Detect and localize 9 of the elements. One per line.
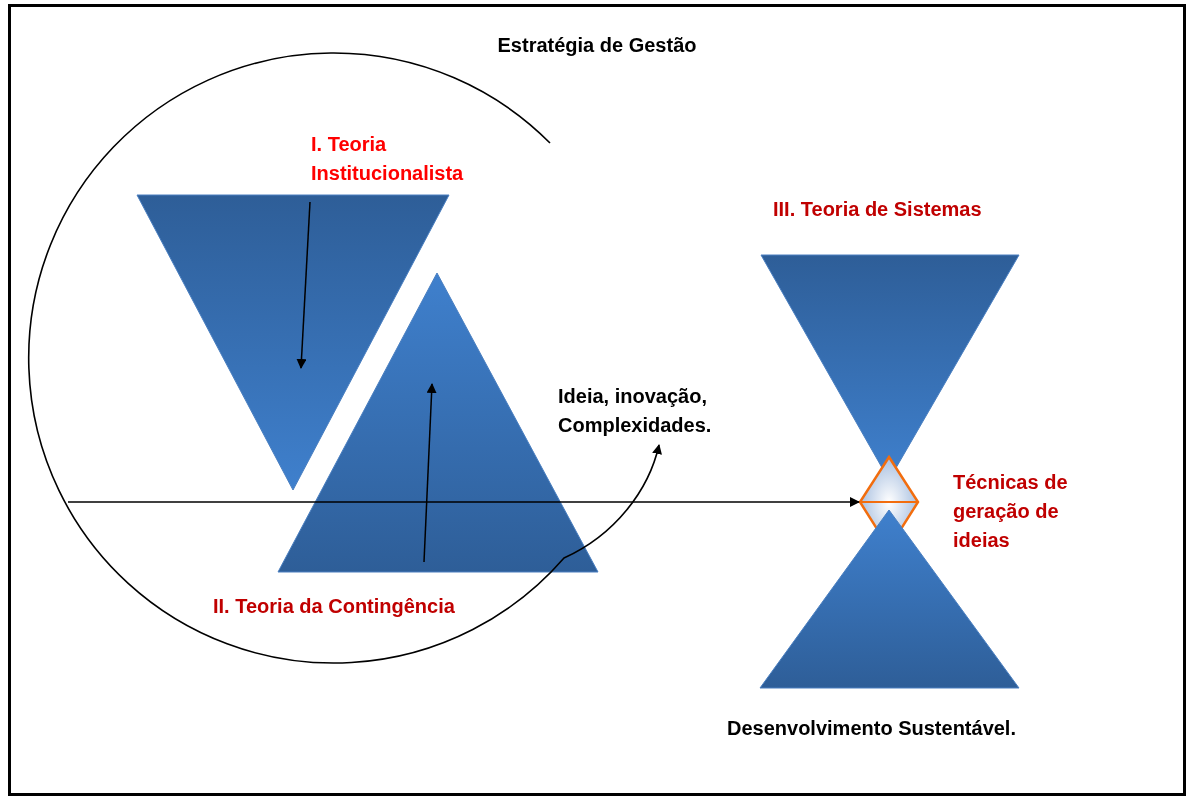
node-label: Técnicas de geração de ideias	[953, 470, 1069, 553]
annotation-text: Ideia, inovação, Complexidades.	[558, 384, 713, 438]
diagram-title: Estratégia de Gestão	[496, 34, 698, 57]
node-label: I. Teoria Institucionalista	[311, 132, 465, 186]
arrow	[67, 497, 860, 507]
node-label: II. Teoria da Contingência	[213, 594, 456, 619]
node-label: III. Teoria de Sistemas	[773, 197, 983, 222]
curved-arrow	[28, 52, 662, 664]
node-label: Desenvolvimento Sustentável.	[727, 716, 1017, 741]
